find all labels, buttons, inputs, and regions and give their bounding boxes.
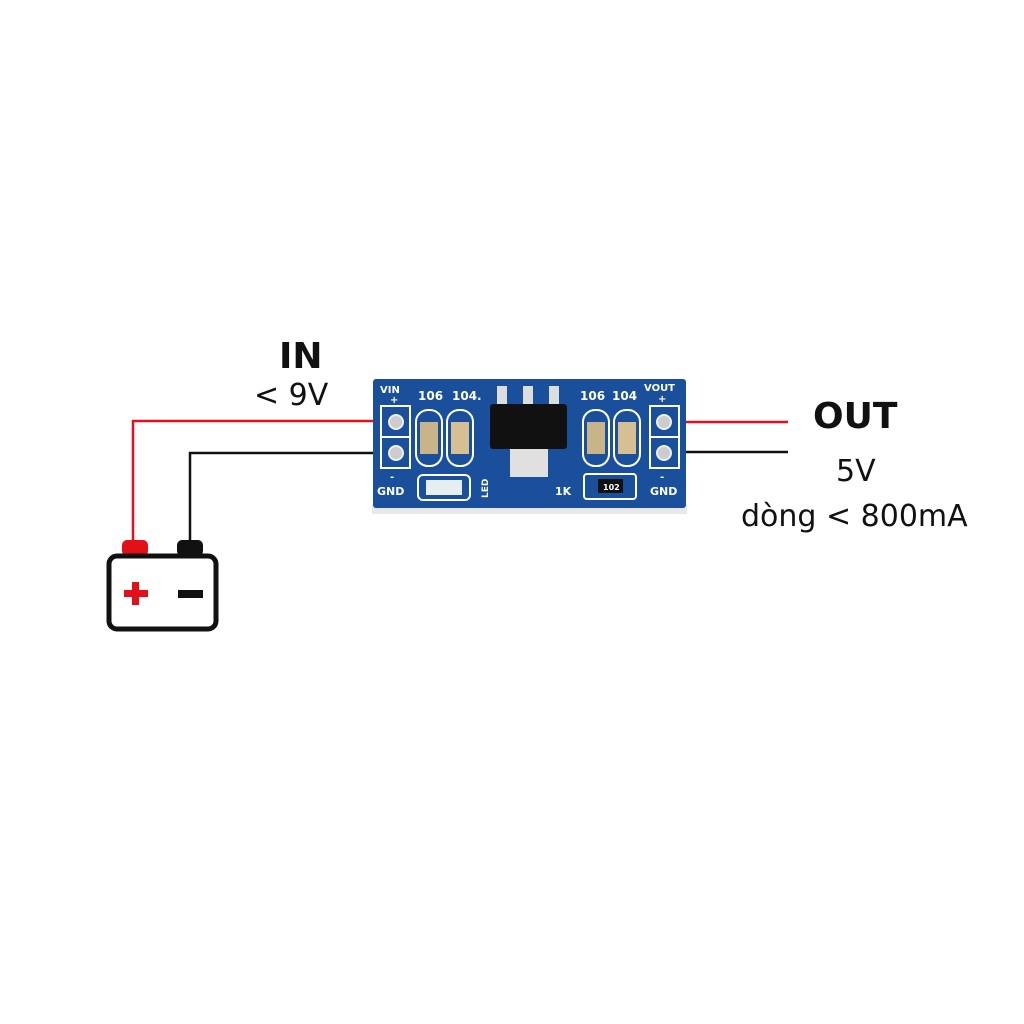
output-current: dòng < 800mA xyxy=(741,499,968,534)
battery-positive-terminal xyxy=(122,540,148,556)
gnd-left-label: GND xyxy=(377,485,404,498)
gnd-right-label: GND xyxy=(650,485,677,498)
vout-label: VOUT xyxy=(644,383,675,394)
vout-plus-pad xyxy=(656,414,672,430)
output-voltage: 5V xyxy=(836,454,876,489)
negative-input-wire xyxy=(188,451,398,545)
cap-label-right-2: 104 xyxy=(612,389,637,403)
led-label: LED xyxy=(481,479,491,498)
resistor xyxy=(598,479,623,493)
vout-plus-label: + xyxy=(658,394,666,405)
vin-label: VIN xyxy=(380,385,400,396)
cap-label-right-1: 106 xyxy=(580,389,605,403)
vin-plus-label: + xyxy=(390,395,398,406)
input-voltage-spec: < 9V xyxy=(254,378,329,413)
minus-left-label: - xyxy=(390,472,394,483)
positive-input-wire xyxy=(131,419,398,545)
resistor-value-label: 1K xyxy=(555,485,572,498)
battery-body xyxy=(106,553,219,632)
capacitors xyxy=(415,409,641,467)
battery xyxy=(106,540,219,632)
output-title: OUT xyxy=(813,396,898,437)
vout-gnd-pad xyxy=(656,445,672,461)
led xyxy=(426,480,462,495)
resistor-code: 102 xyxy=(603,483,620,492)
cap-label-left-2: 104. xyxy=(452,389,482,403)
minus-right-label: - xyxy=(660,472,664,483)
battery-minus-icon xyxy=(178,590,203,598)
cap-label-left-1: 106 xyxy=(418,389,443,403)
input-title: IN xyxy=(279,336,323,377)
regulator-board: VIN + 106 104. 106 104 VOUT + - - GND GN… xyxy=(372,379,687,514)
voltage-regulator-chip xyxy=(490,386,567,477)
battery-plus-icon-v xyxy=(132,582,139,605)
vin-gnd-pad xyxy=(388,445,404,461)
battery-negative-terminal xyxy=(177,540,203,556)
vin-plus-pad xyxy=(388,414,404,430)
